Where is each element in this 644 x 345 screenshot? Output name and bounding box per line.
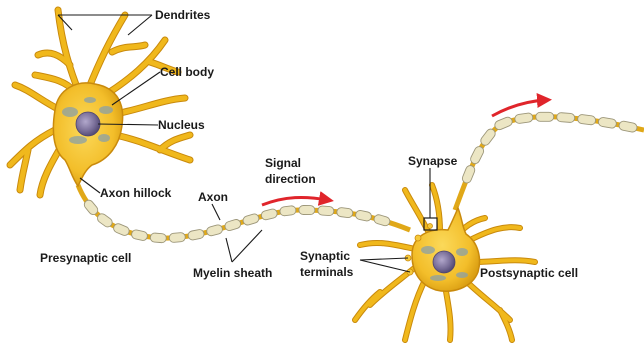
myelin-segment — [469, 145, 485, 165]
myelin-segment — [336, 207, 353, 218]
postsynaptic-neuron — [355, 185, 535, 340]
label-presynaptic-cell: Presynaptic cell — [40, 251, 131, 265]
myelin-segment — [169, 232, 186, 242]
myelin-segment — [536, 112, 554, 121]
myelin-segment — [479, 127, 497, 147]
label-axon: Axon — [198, 190, 228, 204]
signal-direction-arrow — [262, 197, 328, 205]
myelin-segment — [187, 229, 204, 241]
myelin-sheath-segments-postsynaptic — [461, 112, 638, 184]
label-nucleus: Nucleus — [158, 118, 205, 132]
label-signal-direction-line1: Signal — [265, 156, 301, 170]
myelin-segment — [150, 233, 167, 243]
myelin-segment — [299, 205, 315, 214]
myelin-segment — [131, 229, 149, 241]
myelin-segment — [112, 222, 130, 236]
postsynaptic-nucleus — [433, 251, 455, 273]
myelin-segment — [577, 114, 596, 125]
myelin-sheath-segments — [82, 198, 390, 243]
myelin-segment — [373, 214, 391, 227]
label-synaptic-terminals-line2: terminals — [300, 265, 354, 279]
myelin-segment — [224, 218, 242, 231]
label-signal-direction-line2: direction — [265, 172, 316, 186]
label-synapse: Synapse — [408, 154, 458, 168]
label-dendrites: Dendrites — [155, 8, 211, 22]
myelin-segment — [242, 213, 260, 226]
presynaptic-nucleus — [76, 112, 100, 136]
label-cell-body: Cell body — [160, 65, 214, 79]
myelin-segment — [514, 113, 533, 124]
label-axon-hillock: Axon hillock — [100, 186, 172, 200]
label-synaptic-terminals-line1: Synaptic — [300, 249, 350, 263]
myelin-segment — [461, 164, 476, 184]
myelin-segment — [279, 205, 296, 216]
presynaptic-neuron — [10, 10, 190, 195]
myelin-segment — [206, 224, 224, 237]
label-postsynaptic-cell: Postsynaptic cell — [480, 266, 578, 280]
myelin-segment — [355, 210, 372, 222]
myelin-segment — [260, 208, 278, 221]
label-myelin-sheath: Myelin sheath — [193, 266, 272, 280]
myelin-segment — [318, 206, 335, 216]
myelin-segment — [493, 116, 513, 131]
myelin-segment — [598, 117, 617, 129]
myelin-segment — [556, 112, 575, 122]
myelin-segment — [618, 120, 637, 132]
